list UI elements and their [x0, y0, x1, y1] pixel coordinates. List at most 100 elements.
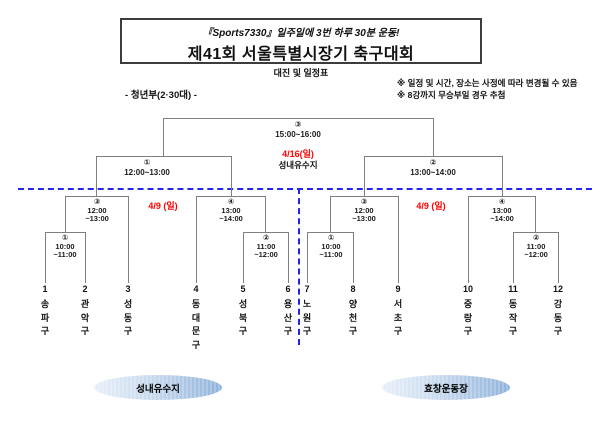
team-name: 양천구 — [348, 299, 358, 336]
bracket-line — [353, 232, 354, 283]
bracket-line — [196, 196, 266, 197]
bracket-line — [535, 196, 536, 232]
team-name: 중랑구 — [463, 299, 473, 336]
team-slot: 4 동대문구 — [184, 284, 208, 352]
bracket-line — [558, 232, 559, 283]
page-title: 제41회 서울특별시장기 축구대회 — [187, 46, 415, 63]
match-label-r1: ② 11:00 ~12:00 — [524, 233, 548, 260]
round-date-right: 4/9 (일) — [416, 201, 446, 211]
bracket-line — [45, 232, 46, 283]
team-name: 용산구 — [283, 299, 293, 336]
team-number: 2 — [82, 284, 88, 294]
team-name: 강동구 — [553, 299, 563, 336]
bracket-line — [364, 156, 502, 157]
bracket-line — [330, 196, 399, 197]
bracket-line — [96, 156, 232, 157]
bracket-line — [288, 232, 289, 283]
bracket-line — [96, 156, 97, 196]
match-number: ① — [327, 233, 335, 242]
match-label-r1: ① 10:00 ~11:00 — [53, 233, 76, 260]
team-slot: 3 성동구 — [116, 284, 140, 339]
bracket-line — [433, 118, 434, 156]
team-name: 송파구 — [40, 299, 50, 336]
bracket-line — [307, 232, 354, 233]
match-time: 13:00 — [221, 205, 241, 215]
team-slot: 6 용산구 — [276, 284, 300, 339]
venue-name: 효창운동장 — [424, 383, 468, 395]
bracket-line — [468, 196, 469, 283]
notes-block: ※ 일정 및 시간, 장소는 사정에 따라 변경될 수 있음 ※ 8강까지 무승… — [397, 78, 577, 101]
team-slot: 7 노원구 — [295, 284, 319, 339]
venue-badge-right: 효창운동장 — [382, 375, 510, 400]
team-name: 관악구 — [80, 299, 90, 336]
match-time: 12:00 — [354, 205, 374, 215]
team-number: 3 — [125, 284, 131, 294]
bracket-line — [513, 232, 559, 233]
match-time: 12:00 — [87, 205, 107, 215]
venue-name: 성내유수지 — [136, 383, 180, 395]
final-date: 4/16(일) — [282, 149, 314, 159]
team-slot: 5 성북구 — [231, 284, 255, 339]
match-number: ④ — [498, 197, 506, 206]
match-label-r1: ② 11:00 ~12:00 — [254, 233, 278, 260]
team-slot: 1 송파구 — [33, 284, 57, 339]
bracket-line — [468, 196, 536, 197]
match-label-qf: ④ 13:00 ~14:00 — [490, 197, 514, 224]
bracket-line — [513, 232, 514, 283]
match-label-qf: ④ 13:00 ~14:00 — [219, 197, 243, 224]
team-name: 동대문구 — [191, 299, 201, 350]
bracket-line — [45, 232, 86, 233]
divider-horizontal-dashed — [18, 188, 592, 190]
team-slot: 9 서초구 — [386, 284, 410, 339]
bracket-line — [307, 232, 308, 283]
match-time: ~12:00 — [254, 250, 278, 259]
title-box: 『Sports7330』일주일에 3번 하루 30분 운동! 제41회 서울특별… — [120, 18, 482, 64]
match-number: ④ — [227, 197, 235, 206]
team-number: 6 — [285, 284, 291, 294]
match-number: ③ — [294, 120, 302, 129]
team-name: 동작구 — [508, 299, 518, 336]
team-slot: 10 중랑구 — [456, 284, 480, 339]
team-number: 8 — [350, 284, 356, 294]
match-time: 11:00 — [256, 241, 276, 251]
bracket-line — [265, 196, 266, 232]
match-time: 13:00 — [492, 205, 512, 215]
team-slot: 8 양천구 — [341, 284, 365, 339]
team-name: 성동구 — [123, 299, 133, 336]
team-slot: 2 관악구 — [73, 284, 97, 339]
team-slot: 12 강동구 — [546, 284, 570, 339]
match-time: 10:00 — [55, 241, 75, 251]
match-time: 12:00~13:00 — [124, 167, 170, 177]
venue-badge-left: 성내유수지 — [94, 375, 222, 400]
match-time: 11:00 — [526, 241, 546, 251]
team-slot: 11 동작구 — [501, 284, 525, 339]
match-label-sf-left: ① 12:00~13:00 — [124, 158, 170, 177]
match-label-qf: ③ 12:00 ~13:00 — [85, 197, 109, 224]
match-number: ② — [262, 233, 270, 242]
division-label: - 청년부(2·30대) - — [125, 90, 197, 101]
team-number: 5 — [240, 284, 246, 294]
team-name: 서초구 — [393, 299, 403, 336]
note-line: ※ 8강까지 무승부일 경우 추첨 — [397, 89, 506, 100]
team-number: 10 — [462, 284, 473, 294]
bracket-line — [330, 196, 331, 232]
team-number: 9 — [395, 284, 401, 294]
team-name: 노원구 — [302, 299, 312, 336]
match-time: 15:00~16:00 — [275, 129, 321, 139]
match-time: 13:00~14:00 — [410, 167, 456, 177]
slogan-text: 『Sports7330』일주일에 3번 하루 30분 운동! — [202, 28, 400, 39]
match-time: ~14:00 — [490, 214, 514, 223]
team-number: 11 — [508, 284, 518, 294]
round-date-left: 4/9 (일) — [148, 201, 178, 211]
match-time: ~13:00 — [85, 214, 109, 223]
team-number: 1 — [42, 284, 48, 294]
bracket-line — [502, 156, 503, 196]
final-venue: 성내유수지 — [278, 160, 318, 170]
team-number: 4 — [193, 284, 199, 294]
match-number: ② — [429, 158, 437, 167]
subtitle: 대진 및 일정표 — [273, 68, 329, 78]
bracket-line — [65, 196, 129, 197]
match-time: ~13:00 — [352, 214, 376, 223]
match-label-final: ③ 15:00~16:00 — [275, 120, 321, 139]
